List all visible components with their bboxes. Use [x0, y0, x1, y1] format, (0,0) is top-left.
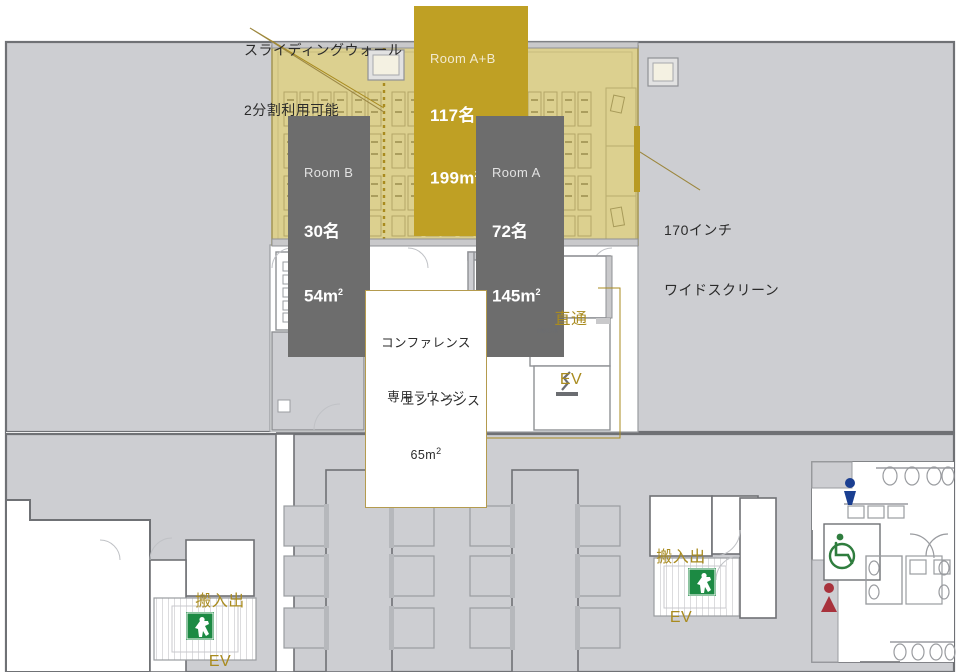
label-service-ev-right[interactable]: 搬入出 EV	[654, 508, 708, 668]
plate-room-a-capacity: 72名	[492, 222, 528, 241]
stage-area	[605, 87, 640, 241]
female-restroom-icon	[821, 583, 837, 612]
label-conference-lounge-line2: 専用ラウンジ	[387, 390, 465, 404]
wide-screen	[634, 126, 640, 192]
callout-wide-screen-line2: ワイドスクリーン	[664, 282, 780, 298]
plate-room-b[interactable]: Room B 30名 54m2	[288, 116, 370, 357]
plate-room-a-area: 145m2	[492, 286, 541, 306]
callout-sliding-wall-line1: スライディングウォール	[244, 42, 403, 58]
elevator-banks	[283, 469, 621, 672]
male-restroom-icon	[844, 478, 856, 505]
label-vending-machine: 自動販売機	[537, 328, 558, 333]
callout-sliding-wall-line2: 2分割利用可能	[244, 102, 340, 118]
direct-ev-block	[529, 255, 613, 431]
plate-room-a-name: Room A	[492, 165, 541, 180]
plate-room-b-capacity: 30名	[304, 222, 340, 241]
hall-south-wall	[271, 238, 639, 247]
label-service-ev-left-line1: 搬入出	[195, 593, 245, 610]
label-entrance: エントランス	[402, 394, 481, 408]
callout-wide-screen: 170インチ ワイドスクリーン	[664, 180, 779, 340]
service-ev-right	[649, 495, 777, 619]
label-service-ev-left-line2: EV	[208, 653, 232, 670]
label-conference-lounge-line1: コンファレンス	[381, 336, 471, 350]
label-service-ev-right-line2: EV	[669, 609, 693, 626]
label-direct-ev-line2: EV	[559, 371, 583, 388]
label-conference-lounge-area: 65m2	[410, 446, 442, 463]
label-direct-ev[interactable]: 直通 EV	[545, 270, 597, 430]
callout-wide-screen-line1: 170インチ	[664, 222, 733, 238]
plate-room-b-name: Room B	[304, 165, 354, 180]
badge-room-ab-name: Room A+B	[430, 51, 496, 66]
label-direct-ev-line1: 直通	[554, 311, 588, 328]
plate-room-a[interactable]: Room A 72名 145m2	[476, 116, 564, 357]
emergency-exit-icon-left	[186, 612, 214, 640]
label-service-ev-right-line1: 搬入出	[656, 549, 706, 566]
emergency-exit-icon-right	[688, 568, 716, 596]
badge-room-ab-capacity: 117名	[430, 106, 476, 125]
label-service-ev-left[interactable]: 搬入出 EV	[193, 552, 247, 672]
plate-room-b-area: 54m2	[304, 286, 344, 306]
label-conference-lounge[interactable]: コンファレンス 専用ラウンジ 65m2	[365, 290, 487, 509]
wheelchair-accessible-icon	[828, 533, 856, 570]
callout-sliding-wall: スライディングウォール 2分割利用可能	[244, 0, 403, 160]
smoking-icon	[556, 371, 578, 396]
av-booths	[367, 49, 679, 87]
restroom-zone	[811, 461, 956, 663]
